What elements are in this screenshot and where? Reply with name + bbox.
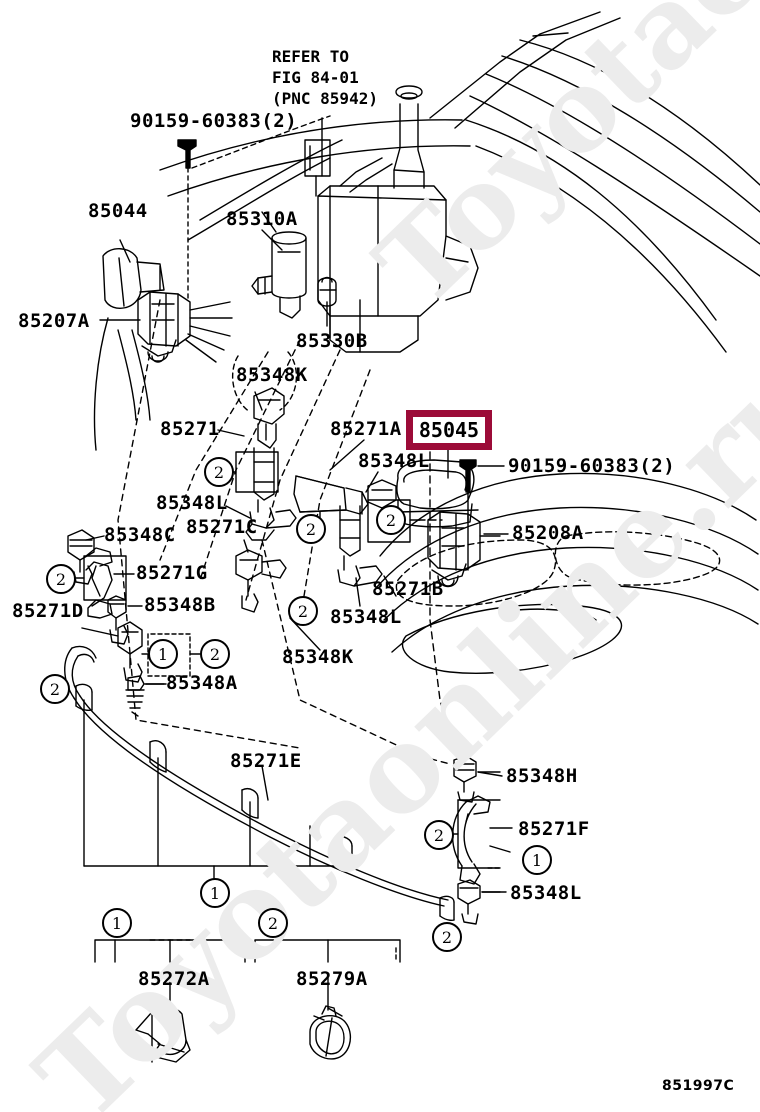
parts-diagram-canvas: Toyotaonline.ru Toyotaonline.ru bbox=[10, 0, 760, 1112]
diagram-linework bbox=[64, 11, 760, 1063]
